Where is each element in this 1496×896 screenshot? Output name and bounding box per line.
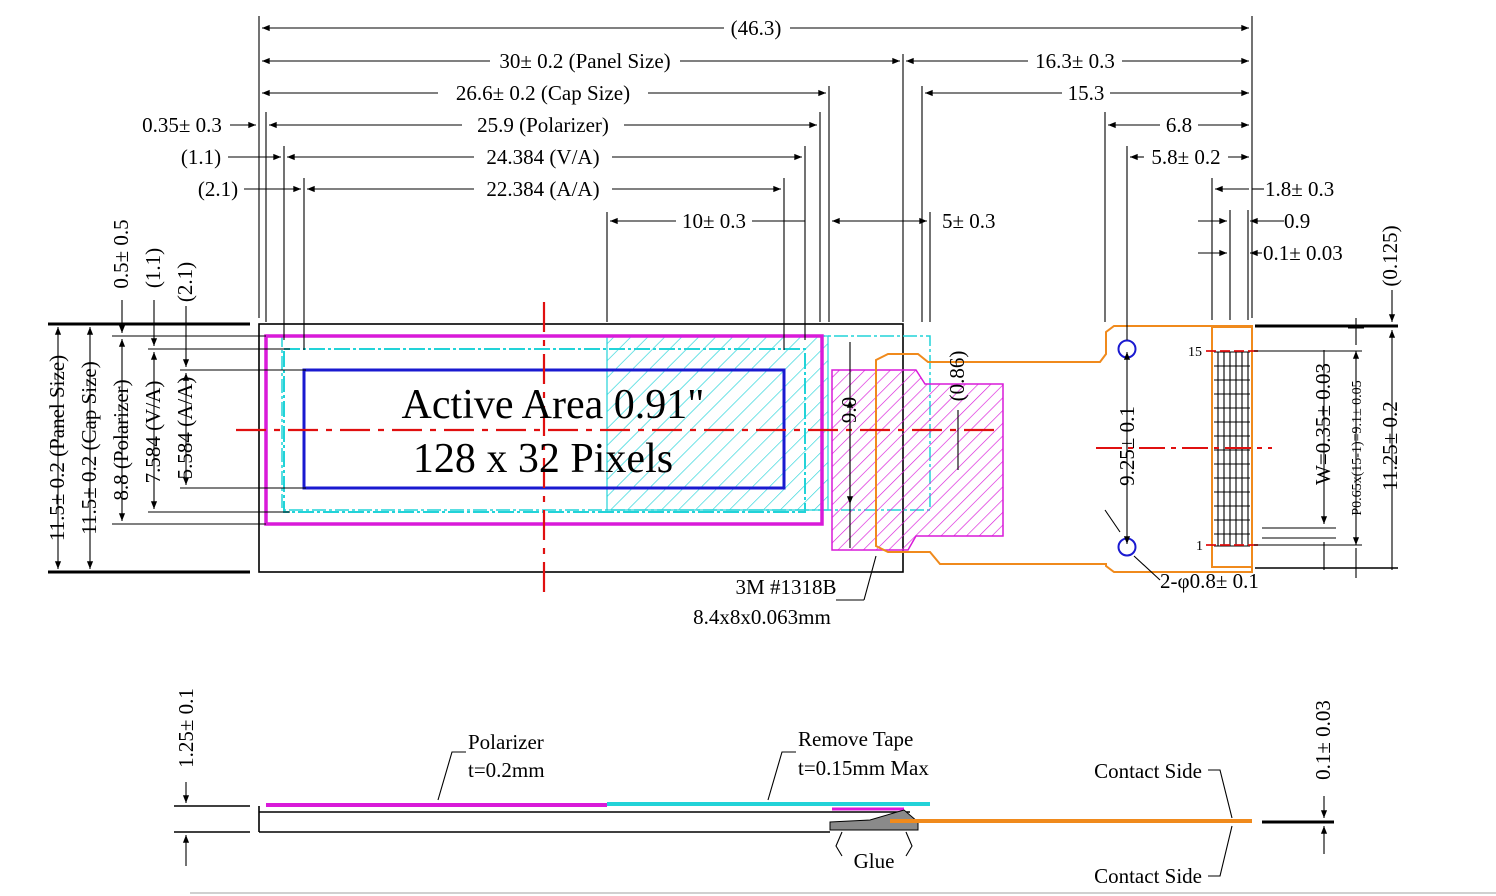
dim-fpc-thickness: 0.1± 0.03	[1311, 700, 1335, 780]
dim-5: 5± 0.3	[942, 209, 996, 233]
contact-side-bottom: Contact Side	[1094, 864, 1202, 888]
dim-tape-width: 10± 0.3	[682, 209, 746, 233]
dim-9-0: 9.0	[837, 397, 861, 423]
front-view: Active Area 0.91" 128 x 32 Pixels	[48, 302, 1398, 594]
dim-0-125: (0.125)	[1378, 225, 1402, 286]
dim-overall-length: (46.3)	[731, 16, 782, 40]
dim-1-1: (1.1)	[141, 248, 165, 288]
dim-polarizer-width: 25.9 (Polarizer)	[477, 113, 609, 137]
dim-cap-width: 26.6± 0.2 (Cap Size)	[456, 81, 630, 105]
dim-pin-pitch: P0.65x(15-1)=9.1± 0.05	[1350, 380, 1365, 515]
side-polarizer-label: Polarizer	[468, 730, 544, 754]
side-polarizer-thickness: t=0.2mm	[468, 758, 545, 782]
dim-9-25: 9.25± 0.1	[1115, 406, 1139, 486]
dim-polarizer-offset: 0.35± 0.3	[142, 113, 222, 137]
dim-pin-width: W=0.35± 0.03	[1311, 363, 1335, 485]
dim-panel-height: 11.5± 0.2 (Panel Size)	[45, 355, 69, 541]
fpc-contact-area	[1211, 326, 1253, 568]
dim-1-8: 1.8± 0.3	[1265, 177, 1334, 201]
dim-2-1: (2.1)	[173, 262, 197, 302]
adhesive-3m	[831, 369, 1004, 551]
active-area-title: Active Area 0.91"	[402, 382, 705, 428]
dim-6-8: 6.8	[1166, 113, 1192, 137]
dim-va-height: 7.584 (V/A)	[141, 381, 165, 484]
dim-5-8: 5.8± 0.2	[1151, 145, 1220, 169]
dim-aa-width: 22.384 (A/A)	[486, 177, 599, 201]
right-dimensions: (0.125) W=0.35± 0.03 P0.65x(15-1)=9.1± 0…	[693, 225, 1402, 629]
dim-va-offset: (1.1)	[181, 145, 221, 169]
dim-0-5: 0.5± 0.5	[109, 219, 133, 288]
dim-panel-width: 30± 0.2 (Panel Size)	[499, 49, 670, 73]
dim-va-width: 24.384 (V/A)	[486, 145, 599, 169]
dim-fpc-length: 16.3± 0.3	[1035, 49, 1115, 73]
active-area-pixels: 128 x 32 Pixels	[413, 436, 673, 482]
contact-side-top: Contact Side	[1094, 759, 1202, 783]
pin-15-label: 15	[1188, 345, 1202, 360]
top-dimensions: (46.3) 30± 0.2 (Panel Size) 16.3± 0.3 26…	[142, 16, 1343, 350]
dim-0-86: (0.86)	[945, 351, 969, 402]
adhesive-size: 8.4x8x0.063mm	[693, 605, 831, 629]
dim-cap-height: 11.5± 0.2 (Cap Size)	[77, 361, 101, 534]
dim-holes: 2-φ0.8± 0.1	[1160, 569, 1259, 593]
dim-aa-offset: (2.1)	[198, 177, 238, 201]
dim-polarizer-height: 8.8 (Polarizer)	[109, 379, 133, 500]
dim-aa-height: 5.584 (A/A)	[173, 377, 197, 480]
dim-0-1: 0.1± 0.03	[1263, 241, 1343, 265]
adhesive-label: 3M #1318B	[736, 575, 837, 599]
pin-1-label: 1	[1196, 539, 1203, 554]
left-dimensions: 11.5± 0.2 (Panel Size) 11.5± 0.2 (Cap Si…	[45, 219, 306, 570]
dim-11-25: 11.25± 0.2	[1378, 401, 1402, 491]
dim-15-3: 15.3	[1068, 81, 1105, 105]
remove-tape-area	[606, 335, 829, 511]
side-view: 1.25± 0.1 0.1± 0.03 Polarizer t=0.2mm Re…	[174, 688, 1335, 888]
side-tape-label: Remove Tape	[798, 727, 913, 751]
glue-label: Glue	[854, 849, 895, 873]
dim-0-9: 0.9	[1284, 209, 1310, 233]
side-tape-thickness: t=0.15mm Max	[798, 756, 929, 780]
dim-thickness: 1.25± 0.1	[174, 688, 198, 768]
